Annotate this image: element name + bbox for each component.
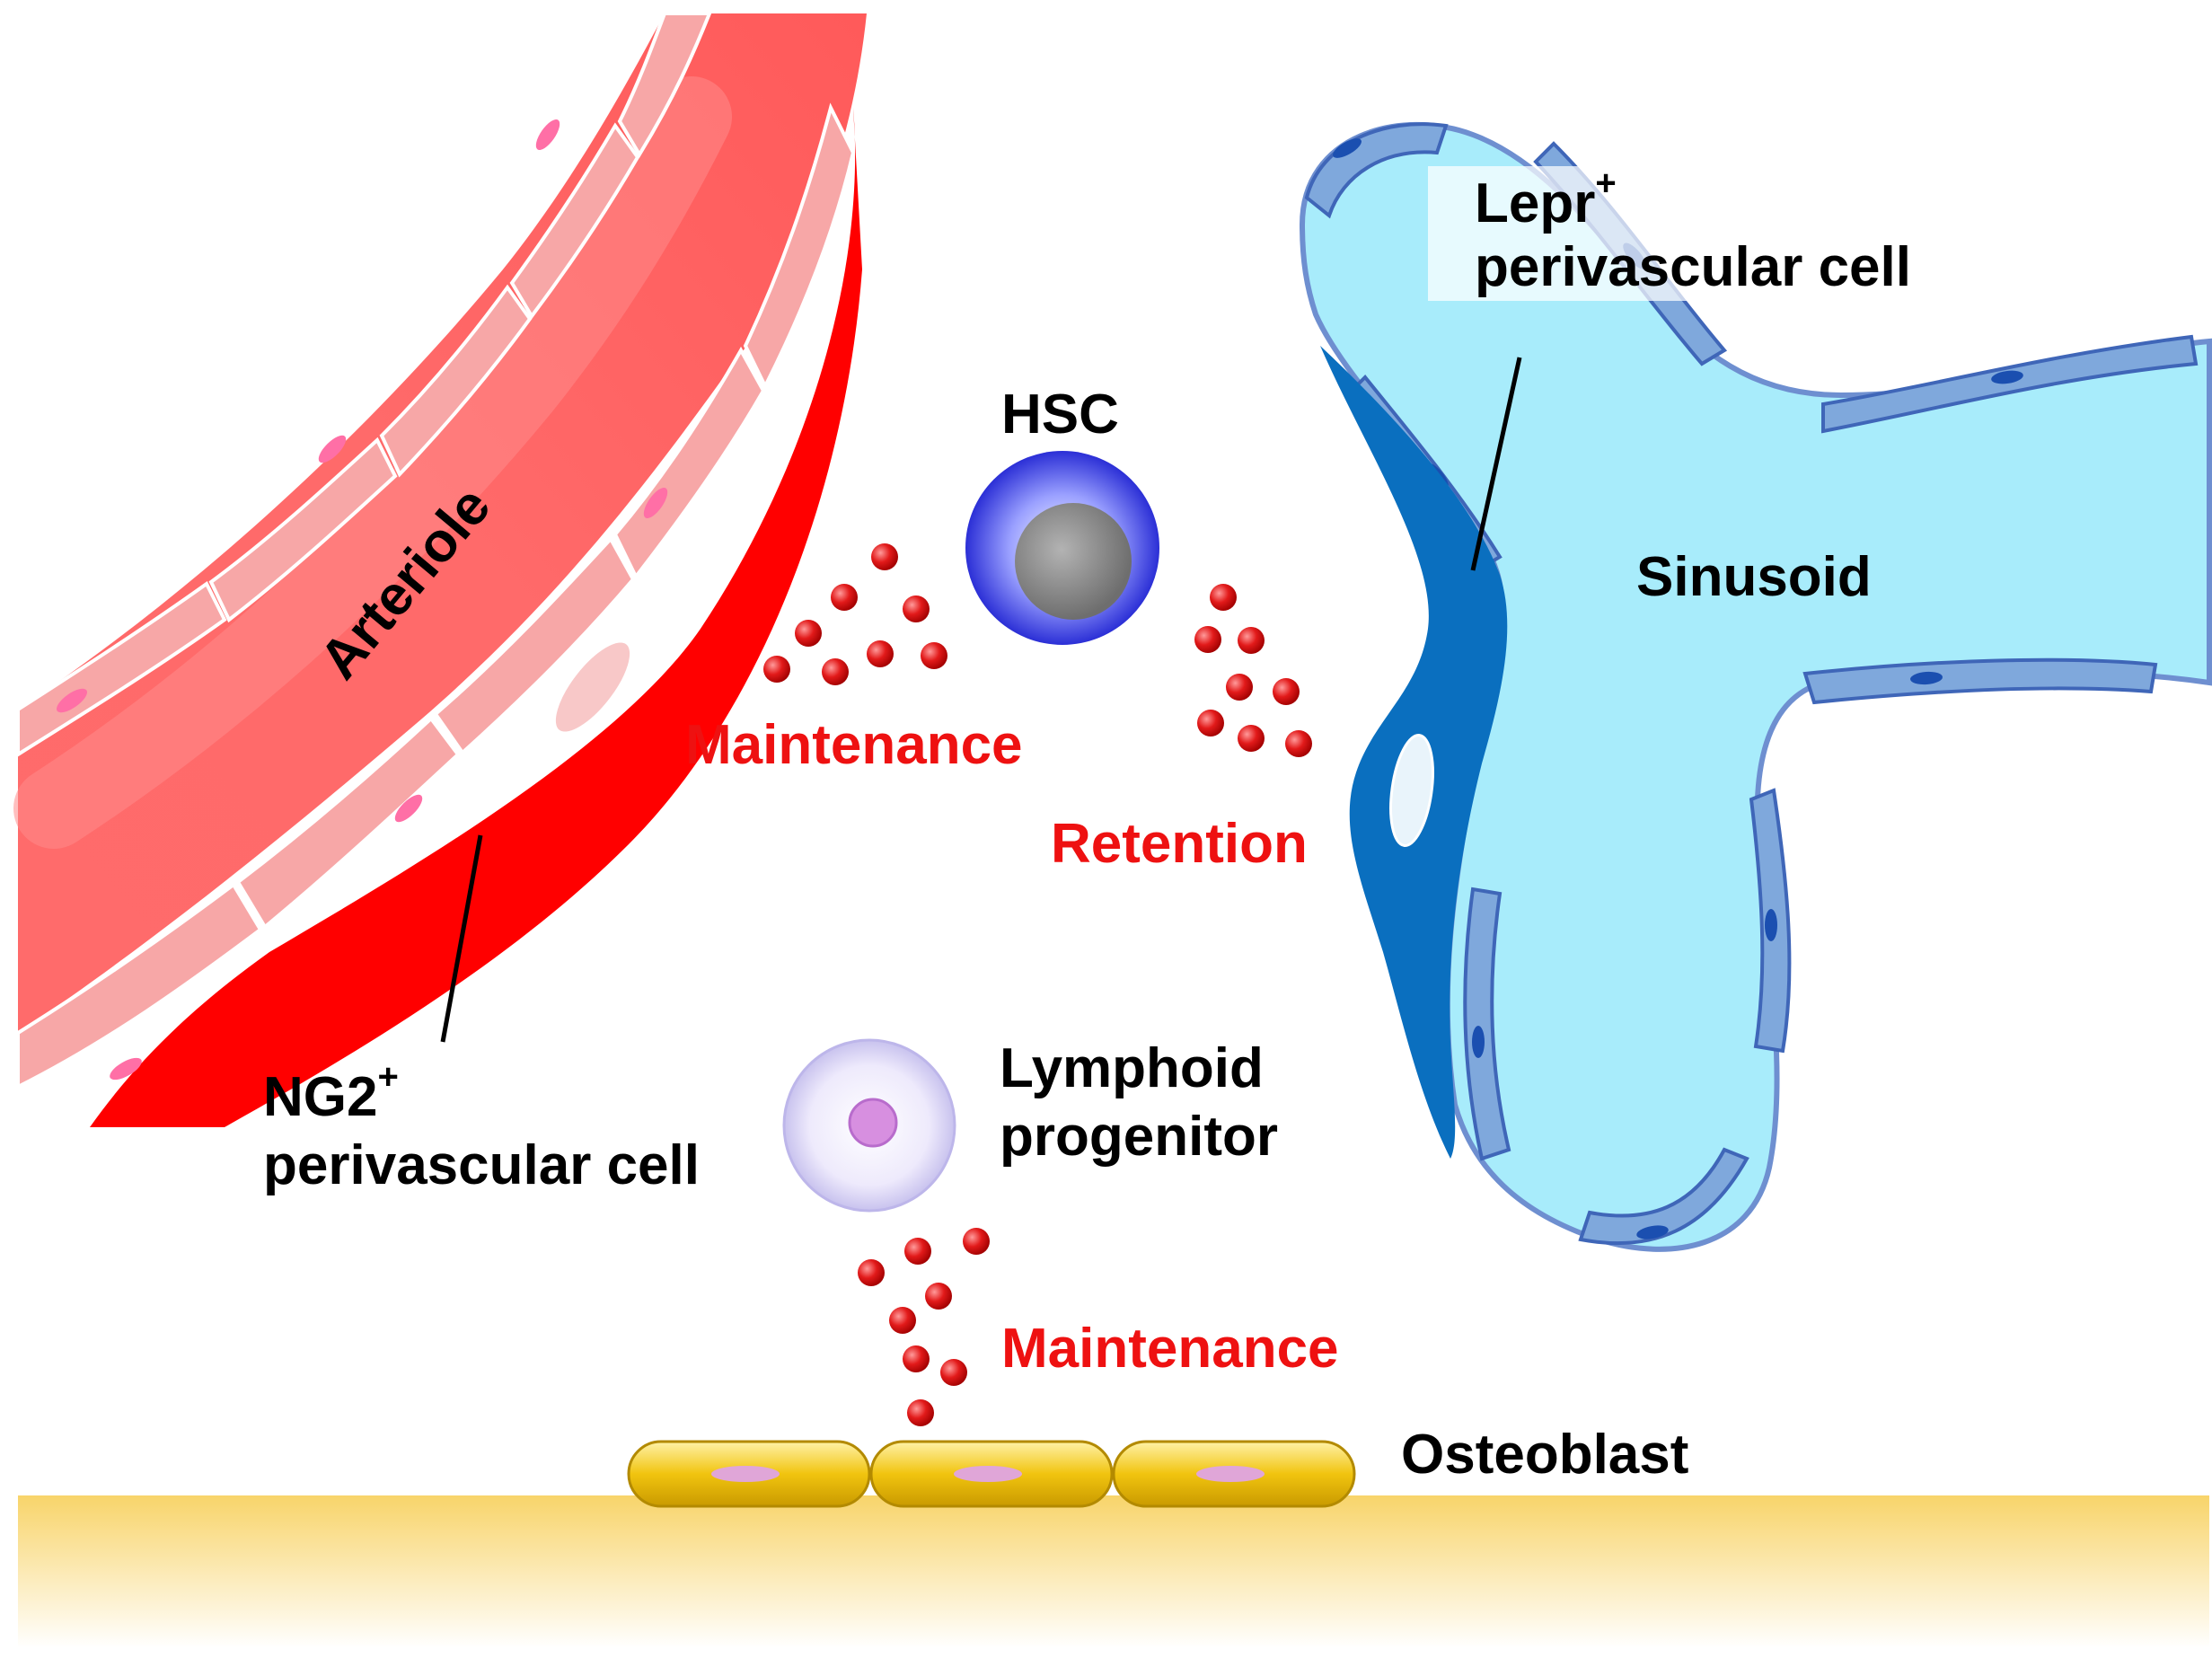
maintenance-molecules-bottom: [858, 1228, 990, 1426]
hsc-nucleus: [1015, 503, 1132, 620]
maintenance-label-bottom: Maintenance: [1001, 1318, 1339, 1380]
ng2-perivascular-cell: [90, 108, 862, 1127]
maintenance-molecules-top: [763, 543, 947, 685]
lymphoid-label-line1: Lymphoid: [1000, 1037, 1264, 1099]
osteoblast-nucleus: [711, 1466, 780, 1482]
osteoblast-label: Osteoblast: [1401, 1424, 1688, 1486]
arteriole-cell-nuclei: [56, 119, 668, 1081]
ng2-label-main: NG2: [263, 1066, 377, 1128]
arteriole-lumen-highlight: [13, 76, 732, 849]
lepr-label-sup: +: [1595, 163, 1616, 203]
ng2-leader-line: [440, 834, 483, 1043]
osteoblast-nucleus: [1196, 1466, 1265, 1482]
lepr-leader-line: [1470, 357, 1522, 571]
maintenance-label-top: Maintenance: [685, 714, 1023, 776]
lymphoid-label-line2: progenitor: [1000, 1106, 1278, 1168]
ng2-label-line2: perivascular cell: [263, 1134, 700, 1196]
hsc-label: HSC: [1001, 384, 1119, 445]
osteoblast-cells: [627, 1440, 1356, 1508]
arteriole-lower-endothelium: [16, 102, 856, 1090]
lepr-cell-nucleus: [1389, 734, 1434, 847]
lepr-label: Lepr+: [1475, 163, 1617, 234]
retention-molecules: [1194, 584, 1312, 757]
lepr-label-line2: perivascular cell: [1475, 236, 1911, 298]
sinusoid-label: Sinusoid: [1636, 546, 1872, 608]
retention-label: Retention: [1051, 813, 1308, 875]
ng2-label-sup: +: [377, 1057, 398, 1097]
bone-surface: [18, 1495, 2209, 1648]
lepr-label-main: Lepr: [1475, 172, 1595, 234]
lymphoid-progenitor-nucleus: [848, 1098, 898, 1148]
ng2-label: NG2+: [263, 1057, 399, 1128]
arteriole-upper-endothelium: [16, 12, 712, 758]
lepr-label-background: [1428, 166, 1994, 301]
ng2-cell-nucleus: [552, 640, 633, 735]
osteoblast-nucleus: [954, 1466, 1022, 1482]
